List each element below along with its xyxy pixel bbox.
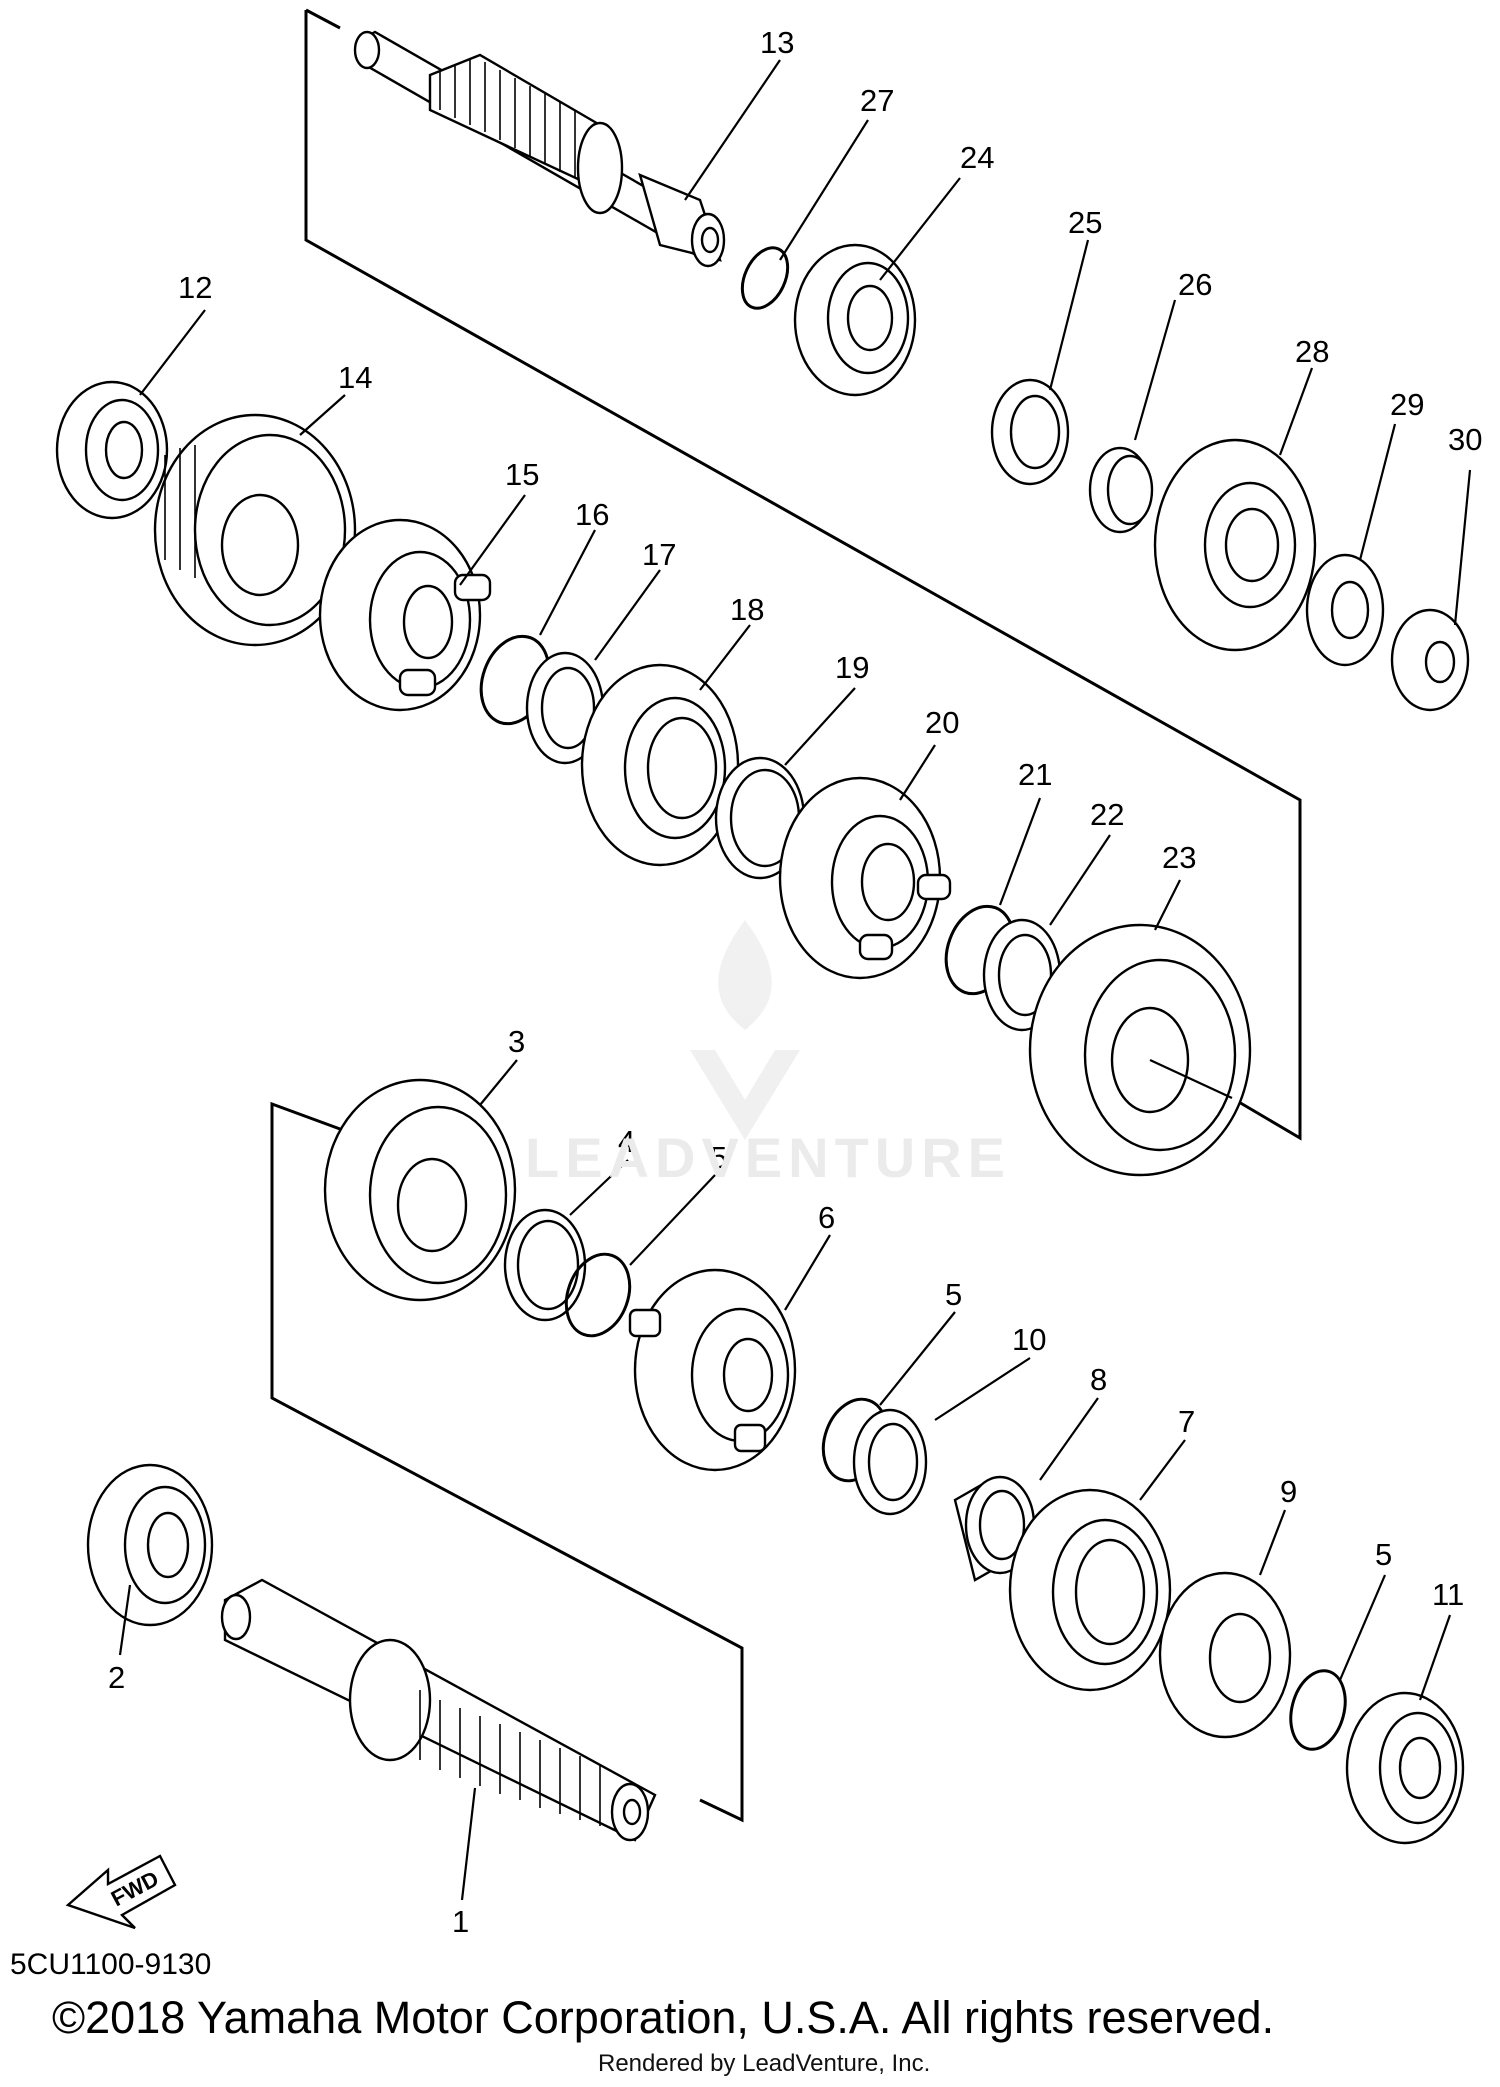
part-11-bearing [1345,1691,1465,1845]
fwd-arrow-icon: FWD [65,1854,177,1930]
part-15-gear [318,518,492,712]
callout-18: 18 [730,592,764,627]
watermark-logo [690,920,800,1140]
part-6-gear [628,1268,797,1472]
callout-5-b: 5 [945,1277,962,1312]
part-5-circlip-c [1289,1669,1347,1751]
part-2-bearing [86,1463,214,1627]
callout-13: 13 [760,25,794,60]
callout-21: 21 [1018,757,1052,792]
callout-29: 29 [1390,387,1424,422]
part-18-gear [580,663,740,867]
callout-22: 22 [1090,797,1124,832]
callout-11: 11 [1432,1577,1464,1612]
callout-27: 27 [860,83,894,118]
part-7-gear [1008,1488,1172,1692]
callout-16: 16 [575,497,609,532]
watermark-text: LEADVENTURE [525,1126,1012,1189]
part-29-lock-washer [1305,553,1385,667]
callout-7: 7 [1178,1404,1195,1439]
part-12-bearing [55,380,169,520]
part-10-washer [852,1408,928,1516]
callout-25: 25 [1068,205,1102,240]
callout-4: 4 [618,1124,635,1159]
rendered-by-note: Rendered by LeadVenture, Inc. [598,2050,931,2077]
callout-30: 30 [1448,422,1482,457]
leader-lines [118,59,1472,1901]
callout-20: 20 [925,705,959,740]
callout-9: 9 [1280,1474,1297,1509]
part-24-bearing [793,243,917,397]
part-23-gear [1028,923,1252,1177]
callout-10: 10 [1012,1322,1046,1357]
callout-14: 14 [338,360,372,395]
part-1-drive-axle [220,1578,657,1842]
part-26-collar [1088,446,1154,534]
callout-2: 2 [108,1660,125,1695]
callout-6: 6 [818,1200,835,1235]
copyright-notice: ©2018 Yamaha Motor Corporation, U.S.A. A… [52,1992,1275,2043]
part-5-circlip-a [564,1252,632,1338]
part-14-gear [153,413,357,647]
part-17-washer [525,651,605,765]
callout-12: 12 [178,270,212,305]
callout-19: 19 [835,650,869,685]
part-27-o-ring [740,246,790,310]
callout-26: 26 [1178,267,1212,302]
callout-8: 8 [1090,1362,1107,1397]
part-9-gear [1158,1571,1292,1739]
callout-28: 28 [1295,334,1329,369]
part-28-sprocket [1153,438,1317,652]
callout-24: 24 [960,140,994,175]
upper-assembly-frame [304,8,1302,1141]
part-4-washer [503,1208,587,1322]
part-30-nut [1390,608,1470,712]
callout-5-c: 5 [1375,1537,1392,1572]
callout-17: 17 [642,537,676,572]
callout-3: 3 [508,1024,525,1059]
callout-1: 1 [452,1904,469,1939]
part-13-main-axle [353,30,726,268]
lower-assembly-frame [270,1101,744,1823]
callout-23: 23 [1162,840,1196,875]
part-3-gear [323,1078,517,1302]
part-25-seal [990,378,1070,486]
part-19-washer [714,756,806,880]
callout-15: 15 [505,457,539,492]
callout-labels: 13 27 24 25 26 28 29 30 12 14 15 16 17 1… [108,25,1482,1939]
part-20-gear [778,776,952,980]
diagram-code: 5CU1100-9130 [10,1948,212,1981]
callout-5-a: 5 [710,1140,727,1175]
